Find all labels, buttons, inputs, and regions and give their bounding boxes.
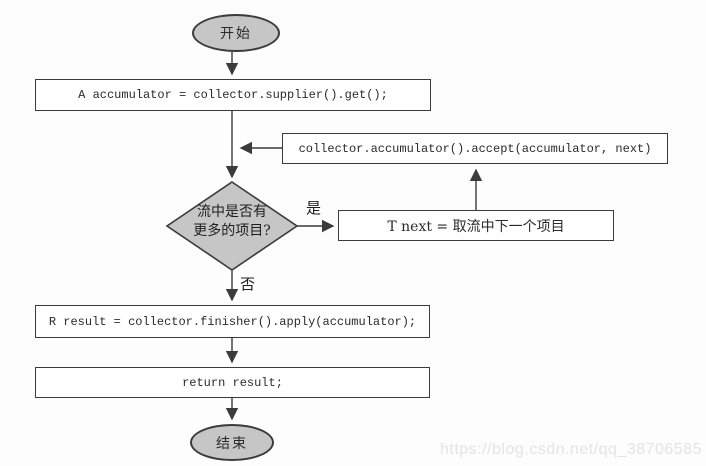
no-branch-label: 否 bbox=[240, 275, 256, 293]
watermark-text: https://blog.csdn.net/qq_38706585 bbox=[439, 441, 702, 458]
process-supplier-label: A accumulator = collector.supplier().get… bbox=[78, 88, 388, 102]
process-supplier: A accumulator = collector.supplier().get… bbox=[35, 79, 431, 111]
process-next-item-label: T next = 取流中下一个项目 bbox=[387, 218, 565, 235]
end-label: 结束 bbox=[216, 435, 248, 452]
process-next-item: T next = 取流中下一个项目 bbox=[338, 210, 614, 241]
process-accept: collector.accumulator().accept(accumulat… bbox=[282, 133, 668, 164]
process-return: return result; bbox=[35, 367, 430, 398]
start-terminal: 开始 bbox=[192, 14, 280, 52]
decision-diamond bbox=[165, 181, 299, 271]
process-finisher-label: R result = collector.finisher().apply(ac… bbox=[48, 314, 417, 329]
yes-branch-label: 是 bbox=[306, 199, 322, 217]
end-terminal: 结束 bbox=[190, 424, 274, 461]
decision-label-line1: 流中是否有 bbox=[197, 204, 267, 220]
process-accept-label: collector.accumulator().accept(accumulat… bbox=[298, 141, 652, 156]
decision-label: 流中是否有 更多的项目? bbox=[167, 203, 297, 241]
decision-label-line2: 更多的项目? bbox=[193, 223, 271, 239]
process-return-label: return result; bbox=[182, 375, 283, 390]
process-finisher: R result = collector.finisher().apply(ac… bbox=[35, 305, 430, 338]
start-label: 开始 bbox=[220, 26, 252, 42]
